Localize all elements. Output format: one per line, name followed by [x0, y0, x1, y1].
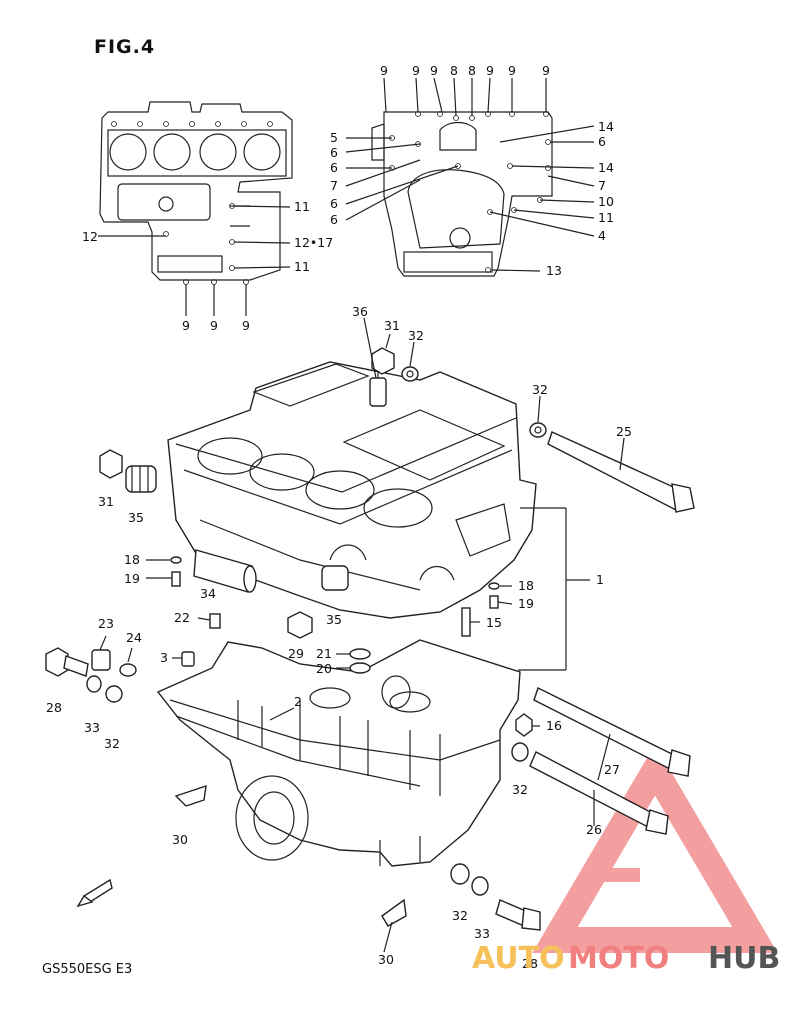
callout: 32: [104, 736, 120, 751]
callout: 14: [598, 119, 614, 134]
watermark-logo: [532, 744, 778, 953]
callout: 12: [82, 229, 98, 244]
callout: 9: [182, 318, 190, 333]
callout: 27: [604, 762, 620, 777]
callout: 2: [294, 694, 302, 709]
callout: 19: [124, 571, 140, 586]
callout: 32: [452, 908, 468, 923]
callout: 25: [616, 424, 632, 439]
callout: 35: [128, 510, 144, 525]
callout: 6: [598, 134, 606, 149]
callout: 28: [46, 700, 62, 715]
watermark-hub: HUB: [708, 941, 780, 976]
callout: 32: [408, 328, 424, 343]
watermark-text: AUTO MOTO HUB: [472, 941, 780, 976]
callout: 11: [598, 210, 614, 225]
callout: 16: [546, 718, 562, 733]
callout: 12•17: [294, 235, 333, 250]
watermark-auto: AUTO: [472, 941, 565, 976]
callout-numbers: 9 9 9 8 8 9 9 9 5 6 6 7 6 6 14 6 14 7 10…: [46, 63, 632, 971]
callout: 9: [210, 318, 218, 333]
callout: 21: [316, 646, 332, 661]
callout: 7: [330, 178, 338, 193]
callout: 10: [598, 194, 614, 209]
callout: 32: [512, 782, 528, 797]
callout: 6: [330, 212, 338, 227]
callout: 28: [522, 956, 538, 971]
callout: 24: [126, 630, 142, 645]
callout: 13: [546, 263, 562, 278]
callout: 32: [532, 382, 548, 397]
callout: 9: [242, 318, 250, 333]
callout: 31: [98, 494, 114, 509]
upper-gasket-outline: [99, 101, 293, 285]
fastener-parts: [45, 347, 695, 931]
callout: 9: [380, 63, 388, 78]
callout: 6: [330, 196, 338, 211]
callout: 11: [294, 199, 310, 214]
callout: 6: [330, 145, 338, 160]
callout: 33: [474, 926, 490, 941]
callout: 14: [598, 160, 614, 175]
callout: 20: [316, 661, 332, 676]
callout: 9: [412, 63, 420, 78]
leader-lines: [98, 77, 625, 953]
callout: 9: [542, 63, 550, 78]
callout: 7: [598, 178, 606, 193]
upper-crankcase: [167, 361, 537, 619]
callout: 35: [326, 612, 342, 627]
watermark-moto: MOTO: [568, 941, 669, 976]
callout: 9: [508, 63, 516, 78]
callout: 1: [596, 572, 604, 587]
callout: 36: [352, 304, 368, 319]
callout: 6: [330, 160, 338, 175]
callout: 4: [598, 228, 606, 243]
model-code: GS550ESG E3: [42, 962, 133, 977]
callout: 26: [586, 822, 602, 837]
callout: 8: [450, 63, 458, 78]
lower-case-bottom-view: [371, 111, 553, 277]
callout: 23: [98, 616, 114, 631]
callout: 15: [486, 615, 502, 630]
callout: 33: [84, 720, 100, 735]
callout: 9: [486, 63, 494, 78]
callout: 5: [330, 130, 338, 145]
callout: 18: [124, 552, 140, 567]
callout: 18: [518, 578, 534, 593]
callout: 30: [378, 952, 394, 967]
callout: 30: [172, 832, 188, 847]
callout: 8: [468, 63, 476, 78]
callout: 34: [200, 586, 216, 601]
callout: 29: [288, 646, 304, 661]
callout: 3: [160, 650, 168, 665]
callout: 9: [430, 63, 438, 78]
figure-title: FIG.4: [94, 36, 156, 58]
lower-crankcase: [156, 639, 521, 867]
callout: 11: [294, 259, 310, 274]
callout: 19: [518, 596, 534, 611]
callout: 22: [174, 610, 190, 625]
callout: 31: [384, 318, 400, 333]
